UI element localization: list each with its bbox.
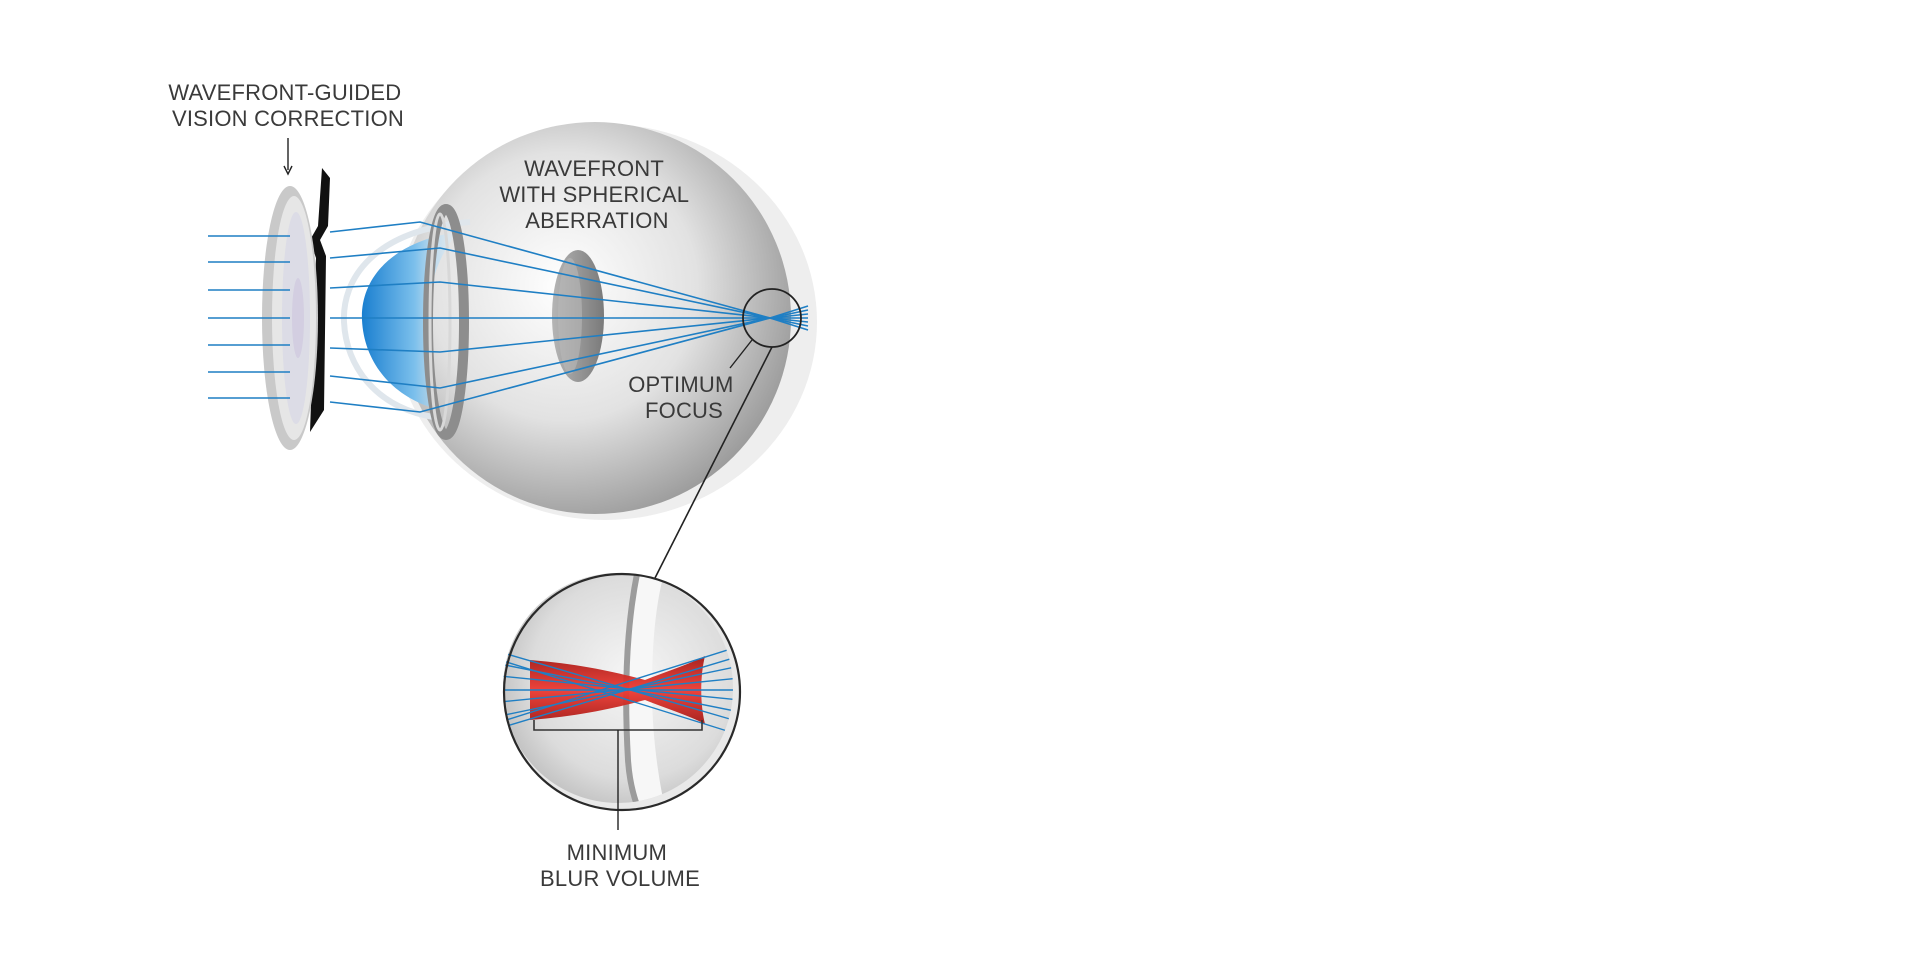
refracted-ray [329, 305, 809, 413]
label-optimum-line2: FOCUS [645, 398, 723, 423]
label-minimum-blur: MINIMUM BLUR VOLUME [540, 840, 700, 891]
refracted-ray [329, 309, 809, 389]
light-rays [208, 221, 809, 413]
iris-ring-highlight [428, 212, 452, 432]
corrective-lens [262, 168, 330, 450]
optimum-focus-leader [729, 339, 753, 369]
refracted-ray [329, 247, 809, 327]
zoom-connector [654, 346, 773, 579]
label-optimum-focus: OPTIMUM FOCUS [628, 372, 740, 423]
zoom-inset [502, 572, 742, 812]
label-wavefront-aberration: WAVEFRONT WITH SPHERICAL ABERRATION [499, 156, 694, 233]
refracted-ray [329, 221, 809, 331]
label-wavefront-line3: ABERRATION [525, 208, 668, 233]
label-wavefront-guided: WAVEFRONT-GUIDED VISION CORRECTION [168, 80, 407, 131]
iris-ring [423, 204, 469, 440]
label-optimum-line1: OPTIMUM [628, 372, 733, 397]
label-blur-line2: BLUR VOLUME [540, 866, 700, 891]
label-wavefront-guided-line1: WAVEFRONT-GUIDED [168, 80, 401, 105]
refracted-ray [329, 313, 809, 353]
label-wavefront-line1: WAVEFRONT [524, 156, 664, 181]
crystalline-lens-highlight [558, 258, 582, 374]
label-blur-line1: MINIMUM [567, 840, 667, 865]
refracted-ray [329, 281, 809, 323]
correction-arrowhead [283, 165, 293, 176]
label-wavefront-guided-line2: VISION CORRECTION [172, 106, 404, 131]
label-wavefront-line2: WITH SPHERICAL [499, 182, 688, 207]
cornea-outer-halo [340, 219, 471, 421]
